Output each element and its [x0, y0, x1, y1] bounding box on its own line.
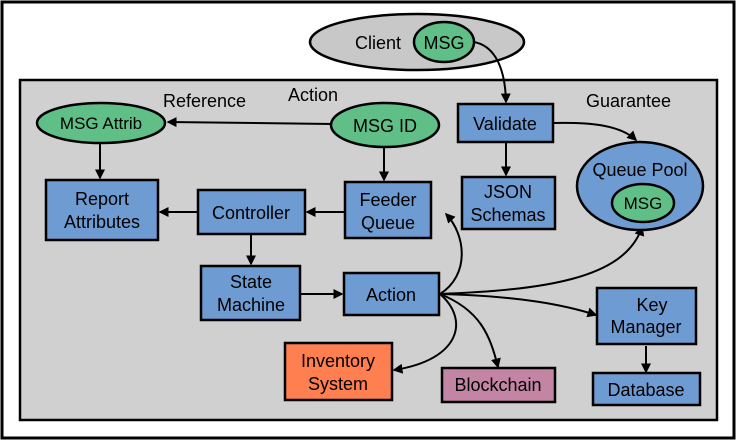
client-label: Client: [355, 33, 401, 53]
inventory-system-label-line2: System: [308, 374, 368, 394]
inventory-system-label-line1: Inventory: [301, 351, 375, 371]
validate-label: Validate: [473, 114, 537, 134]
key-manager-label-line1: Key: [636, 295, 667, 315]
database-node[interactable]: Database: [591, 371, 702, 407]
feeder-queue-label-line1: Feeder: [359, 190, 416, 210]
client-node[interactable]: Client MSG: [308, 12, 526, 72]
database-box: [591, 371, 702, 407]
msg-attrib-node[interactable]: MSG Attrib: [35, 101, 167, 145]
json-schemas-label-line1: JSON: [484, 182, 532, 202]
state-machine-node[interactable]: State Machine: [199, 264, 302, 322]
json-schemas-box: [460, 175, 557, 231]
report-attributes-node[interactable]: Report Attributes: [44, 178, 160, 242]
arrow-action-blockchain: [439, 293, 501, 369]
arrow-action-keymanager: [439, 293, 598, 318]
feeder-queue-node[interactable]: Feeder Queue: [343, 180, 433, 240]
arrow-client-validate: [473, 41, 511, 104]
inventory-system-box: [283, 341, 394, 402]
blockchain-box: [440, 366, 557, 404]
key-manager-label-line2: Manager: [610, 317, 681, 337]
msg-attrib-label: MSG Attrib: [60, 114, 142, 133]
state-machine-label-line2: Machine: [217, 295, 285, 315]
reference-label: Reference: [163, 91, 246, 111]
queue-pool-node[interactable]: Queue Pool MSG: [575, 140, 705, 232]
msg-attrib-ellipse: [35, 101, 167, 145]
guarantee-label: Guarantee: [586, 91, 671, 111]
inventory-system-node[interactable]: Inventory System: [283, 341, 394, 402]
arrow-action-queuepool: [439, 225, 645, 295]
queue-pool-msg-label: MSG: [624, 194, 663, 213]
validate-node[interactable]: Validate: [456, 102, 555, 144]
blockchain-label: Blockchain: [454, 375, 541, 395]
controller-node[interactable]: Controller: [196, 188, 307, 236]
feeder-queue-label-line2: Queue: [361, 213, 415, 233]
action-group-label: Action: [288, 85, 338, 105]
state-machine-box: [199, 264, 302, 322]
report-attributes-label-line1: Report: [75, 189, 129, 209]
msg-id-node[interactable]: MSG ID: [329, 101, 441, 149]
client-msg-label: MSG: [423, 33, 464, 53]
msg-id-ellipse: [329, 101, 441, 149]
queue-pool-msg-ellipse: [610, 182, 676, 224]
report-attributes-box: [44, 178, 160, 242]
queue-pool-label: Queue Pool: [592, 160, 687, 180]
validate-box: [456, 102, 555, 144]
action-label: Action: [366, 285, 416, 305]
action-box: [342, 271, 441, 317]
database-label: Database: [607, 380, 684, 400]
action-node[interactable]: Action: [342, 271, 441, 317]
blockchain-node[interactable]: Blockchain: [440, 366, 557, 404]
arrow-validate-queuepool: [552, 121, 638, 142]
arrow-action-inventory: [392, 293, 457, 374]
arrow-msgid-msgattrib: [166, 117, 333, 128]
msg-id-label: MSG ID: [353, 116, 417, 136]
controller-box: [196, 188, 307, 236]
connector-layer: [95, 41, 651, 374]
key-manager-box: [595, 286, 698, 346]
json-schemas-label-line2: Schemas: [470, 205, 545, 225]
feeder-queue-box: [343, 180, 433, 240]
key-manager-node[interactable]: Key Manager: [595, 286, 698, 346]
report-attributes-label-line2: Attributes: [64, 212, 140, 232]
json-schemas-node[interactable]: JSON Schemas: [460, 175, 557, 231]
arrow-action-feeder: [439, 212, 463, 295]
controller-label: Controller: [212, 203, 290, 223]
state-machine-label-line1: State: [230, 272, 272, 292]
